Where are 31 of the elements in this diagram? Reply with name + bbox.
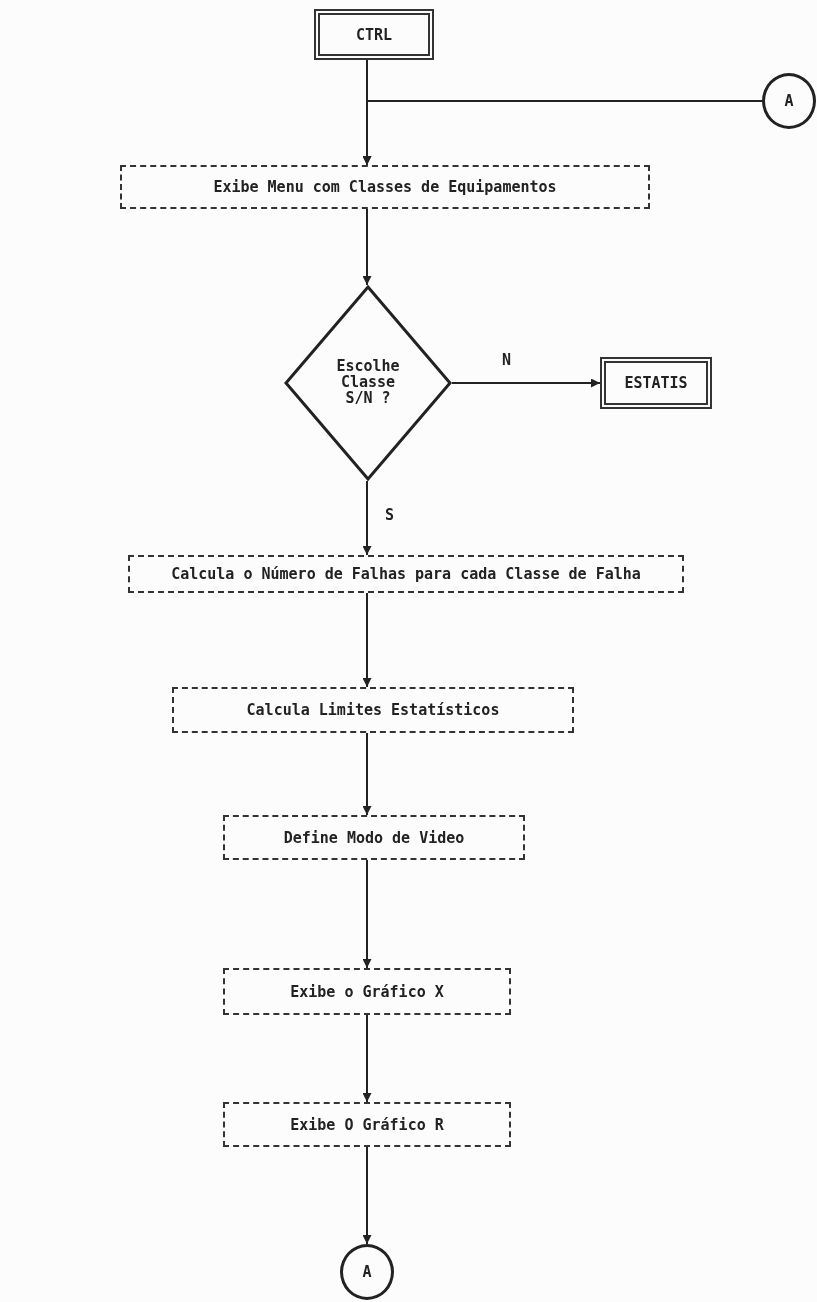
- node-label: A: [362, 1263, 372, 1281]
- node-label: Calcula o Número de Falhas para cada Classe de Falha: [171, 565, 641, 583]
- node-label: Exibe o Gráfico X: [290, 982, 444, 1001]
- arrow: [362, 1014, 372, 1103]
- process-box: [223, 1102, 511, 1147]
- node-label: A: [784, 92, 794, 110]
- node-label: Exibe O Gráfico R: [290, 1115, 444, 1134]
- arrow: [362, 100, 763, 166]
- connector-circle: [762, 73, 816, 129]
- process-box: [128, 555, 684, 593]
- node-label: Calcula Limites Estatísticos: [246, 701, 500, 719]
- subroutine-box: [600, 357, 712, 409]
- arrow: [451, 378, 601, 388]
- node-label: Define Modo de Video: [283, 828, 465, 847]
- process-box: [223, 968, 511, 1015]
- connector-circle: [340, 1244, 394, 1300]
- process-box: [223, 815, 525, 860]
- arrow: [362, 1146, 372, 1245]
- node-label: ESTATIS: [624, 374, 688, 392]
- node-label: Exibe Menu com Classes de Equipamentos: [213, 178, 557, 196]
- arrow: [362, 480, 372, 556]
- arrow: [362, 732, 372, 816]
- node-label: Escolhe Classe S/N ?: [335, 359, 401, 407]
- process-box: [120, 165, 650, 209]
- arrow: [362, 208, 372, 286]
- arrow: [362, 592, 372, 688]
- node-label: CTRL: [355, 25, 393, 44]
- process-box: [172, 687, 574, 733]
- arrow: [362, 859, 372, 969]
- decision-diamond: [284, 285, 452, 481]
- subroutine-box: [314, 9, 434, 60]
